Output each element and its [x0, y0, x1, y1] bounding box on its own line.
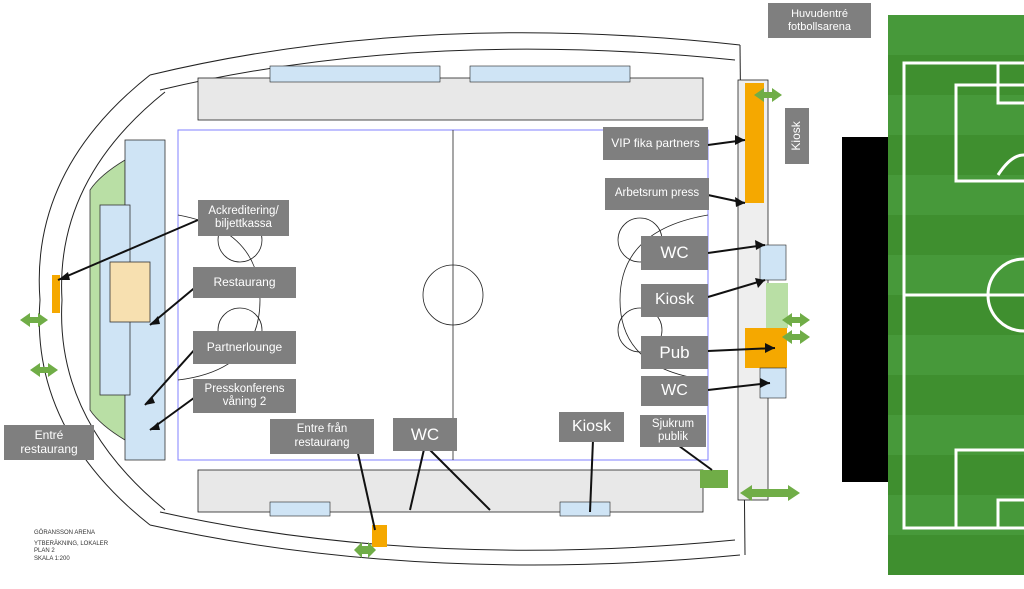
plan-caption: GÖRANSSON ARENA YTBERÄKNING, LOKALER PLA…: [34, 530, 108, 563]
entrance-arrows: [20, 88, 810, 558]
label-ackreditering: Ackreditering/ biljettkassa: [198, 200, 289, 236]
callout-arrowheads: [58, 135, 775, 430]
right-building: [700, 79, 788, 501]
header-title: Huvudentré fotbollsarena: [768, 3, 871, 38]
label-kiosk-vertical-text: Kiosk: [789, 121, 804, 151]
label-wc-bottom: WC: [393, 418, 457, 451]
label-kiosk-bottom: Kiosk: [559, 412, 624, 442]
black-panel: [842, 137, 890, 482]
left-building: [52, 139, 166, 461]
label-pub: Pub: [641, 336, 708, 369]
label-arbetsrum: Arbetsrum press: [605, 178, 709, 210]
label-entre-restaurang: Entré restaurang: [4, 425, 94, 460]
bottom-stand: [197, 469, 704, 517]
pitch-drawing: [888, 15, 1024, 575]
label-entre-fran-restaurang: Entre från restaurang: [270, 419, 374, 454]
label-vip-fika: VIP fika partners: [603, 127, 708, 160]
label-partnerlounge: Partnerlounge: [193, 331, 296, 364]
entrance-highlight: [372, 525, 387, 547]
label-presskonferens: Presskonferens våning 2: [193, 379, 296, 413]
top-stand: [197, 65, 704, 121]
caption-line-1: GÖRANSSON ARENA: [34, 530, 96, 536]
label-wc-right-bottom: WC: [641, 376, 708, 406]
football-pitch: [888, 15, 1024, 575]
label-kiosk-right: Kiosk: [641, 284, 708, 317]
caption-line-3: PLAN 2: [34, 548, 55, 554]
label-kiosk-vertical: Kiosk: [785, 108, 809, 164]
label-restaurang: Restaurang: [193, 267, 296, 298]
caption-line-2: YTBERÄKNING, LOKALER: [34, 540, 109, 547]
label-wc-right-top: WC: [641, 236, 708, 270]
label-sjukrum: Sjukrum publik: [640, 415, 706, 447]
caption-line-4: SKALA 1:200: [34, 555, 70, 562]
